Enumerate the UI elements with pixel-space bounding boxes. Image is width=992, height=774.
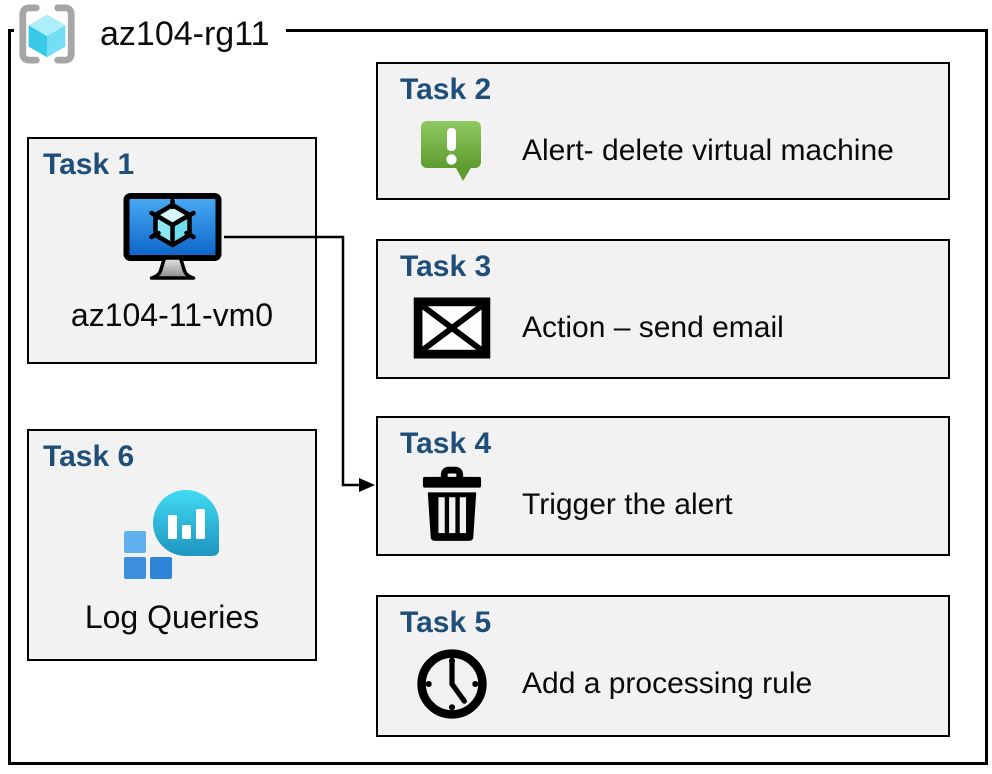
task1-box: Task 1 (27, 137, 317, 364)
task3-caption: Action – send email (522, 311, 784, 344)
task5-box: Task 5 Add a processing rule (376, 595, 950, 737)
task6-heading: Task 6 (43, 440, 135, 473)
clock-icon (417, 649, 487, 719)
task5-caption: Add a processing rule (522, 667, 813, 700)
email-envelope-icon (413, 297, 491, 359)
task4-caption: Trigger the alert (522, 488, 733, 521)
alert-message-icon (421, 121, 481, 181)
task2-caption: Alert- delete virtual machine (522, 134, 894, 167)
task3-heading: Task 3 (400, 250, 492, 283)
task6-caption: Log Queries (84, 599, 260, 635)
task2-box: Task 2 Alert- delete virtual machine (376, 62, 950, 200)
resource-group-title: az104-rg11 (100, 14, 270, 53)
task1-caption: az104-11-vm0 (70, 297, 274, 333)
task5-heading: Task 5 (400, 606, 492, 639)
virtual-machine-icon (123, 193, 221, 280)
trash-delete-icon (422, 466, 482, 541)
task1-heading: Task 1 (43, 148, 135, 181)
task4-box: Task 4 Trigger the alert (376, 416, 950, 556)
log-analytics-icon (124, 490, 220, 579)
task6-box: Task 6 Log Queries (27, 429, 317, 661)
resource-group-icon (19, 4, 75, 64)
resource-group-header: az104-rg11 (14, 2, 286, 66)
task3-box: Task 3 Action – send email (376, 239, 950, 379)
task2-heading: Task 2 (400, 73, 492, 106)
task4-heading: Task 4 (400, 427, 492, 460)
